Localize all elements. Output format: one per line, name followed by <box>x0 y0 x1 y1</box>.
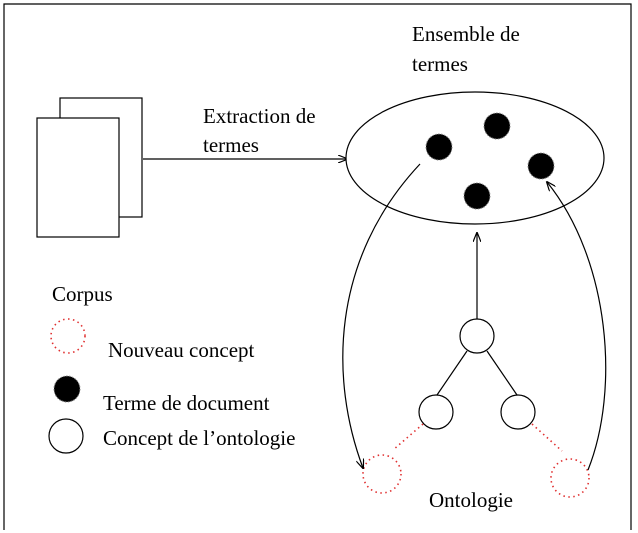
new-concept-link <box>531 423 563 452</box>
document-term-dot <box>527 152 555 180</box>
extraction-label-line1: Extraction de <box>203 104 316 128</box>
ontology-concept-node <box>418 394 454 430</box>
legend-new-concept-label: Nouveau concept <box>108 338 255 362</box>
corpus-label: Corpus <box>52 282 113 306</box>
term-to-new-concept-arrow <box>342 163 421 468</box>
document-term-dot <box>483 112 511 140</box>
legend-new-concept-symbol <box>50 318 86 354</box>
new-concept-node <box>362 454 402 494</box>
ontology-edge <box>436 350 468 396</box>
extraction-label-line2: termes <box>203 133 259 157</box>
ontology-label: Ontologie <box>429 488 513 512</box>
legend-document-term-symbol <box>53 375 81 403</box>
document-term-dot <box>463 182 491 210</box>
term-set-label-line2: termes <box>412 52 468 76</box>
legend-ontology-concept-symbol <box>48 418 84 454</box>
ontology-concept-node <box>459 318 495 354</box>
new-concept-node <box>550 458 590 498</box>
corpus-document-front <box>36 117 120 238</box>
legend-ontology-concept-label: Concept de l’ontologie <box>103 426 296 450</box>
new-concept-link <box>392 423 424 451</box>
document-term-dot <box>425 133 453 161</box>
legend-document-term-label: Terme de document <box>103 391 270 415</box>
frame-border <box>3 3 632 530</box>
new-concept-to-term-arrow <box>547 182 607 471</box>
term-set-label-line1: Ensemble de <box>412 22 520 46</box>
ontology-concept-node <box>500 394 536 430</box>
ontology-edge <box>486 350 518 396</box>
document-terms <box>425 112 555 210</box>
term-set-ellipse <box>345 91 605 225</box>
